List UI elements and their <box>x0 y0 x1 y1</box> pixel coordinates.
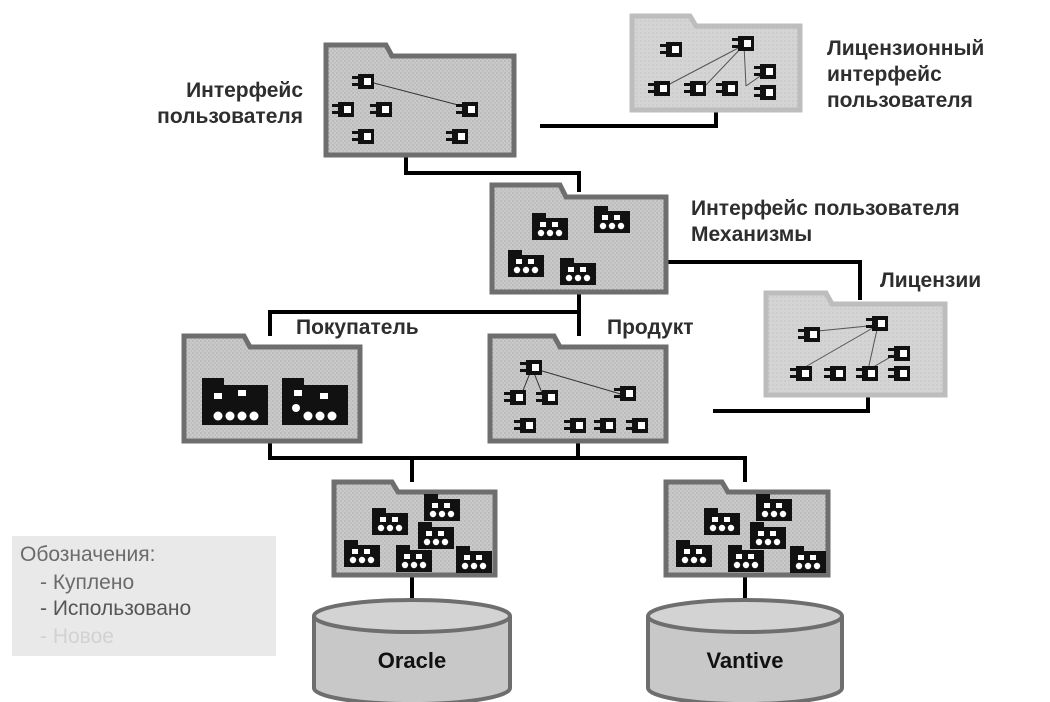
label-product: Продукт <box>607 315 694 341</box>
label-ui-mechanisms-line-1: Интерфейс пользователя <box>691 197 960 220</box>
legend-item-bought: - Куплено <box>40 571 135 594</box>
legend: Обозначения: - Куплено - Использовано - … <box>12 536 276 656</box>
label-licenses: Лицензии <box>880 268 981 294</box>
label-license-ui-line-1: Лицензионный <box>827 37 985 60</box>
database-label-oracle: Oracle <box>378 648 447 673</box>
database-label-vantive: Vantive <box>706 648 783 673</box>
package-vantive <box>663 479 831 578</box>
connector-ui-to-mechanisms <box>404 152 581 192</box>
connector-mechanisms-to-branches <box>268 292 581 336</box>
label-ui-mechanisms-line-2: Механизмы <box>691 223 813 246</box>
connector-ui-to-license-ui <box>540 112 718 128</box>
package-user-interface <box>323 42 517 158</box>
package-license-user-interface <box>629 13 803 113</box>
package-product <box>487 333 669 444</box>
connector-bus <box>268 441 747 482</box>
label-user-interface-line-2: пользователя <box>157 105 303 128</box>
label-buyer: Покупатель <box>296 315 419 341</box>
label-license-user-interface: Лицензионный интерфейс пользователя <box>827 36 984 114</box>
label-buyer-text: Покупатель <box>296 316 419 339</box>
package-buyer <box>181 333 363 444</box>
buyer-subpackage-1 <box>202 378 268 425</box>
package-licenses <box>763 290 948 398</box>
label-ui-mechanisms: Интерфейс пользователя Механизмы <box>691 196 960 248</box>
label-product-text: Продукт <box>607 316 694 339</box>
label-license-ui-line-2: интерфейс <box>827 63 942 86</box>
legend-item-used: - Использовано <box>40 597 192 620</box>
label-license-ui-line-3: пользователя <box>827 89 973 112</box>
legend-title: Обозначения: <box>20 543 156 566</box>
label-licenses-text: Лицензии <box>880 269 982 292</box>
buyer-subpackage-2 <box>282 378 348 425</box>
legend-item-new: - Новое <box>40 625 114 648</box>
package-oracle <box>331 479 498 578</box>
database-vantive: Vantive <box>646 598 844 702</box>
package-ui-mechanisms <box>489 182 669 295</box>
database-oracle: Oracle <box>312 598 512 702</box>
label-user-interface-line-1: Интерфейс <box>186 79 303 102</box>
label-user-interface: Интерфейс пользователя <box>143 78 303 130</box>
